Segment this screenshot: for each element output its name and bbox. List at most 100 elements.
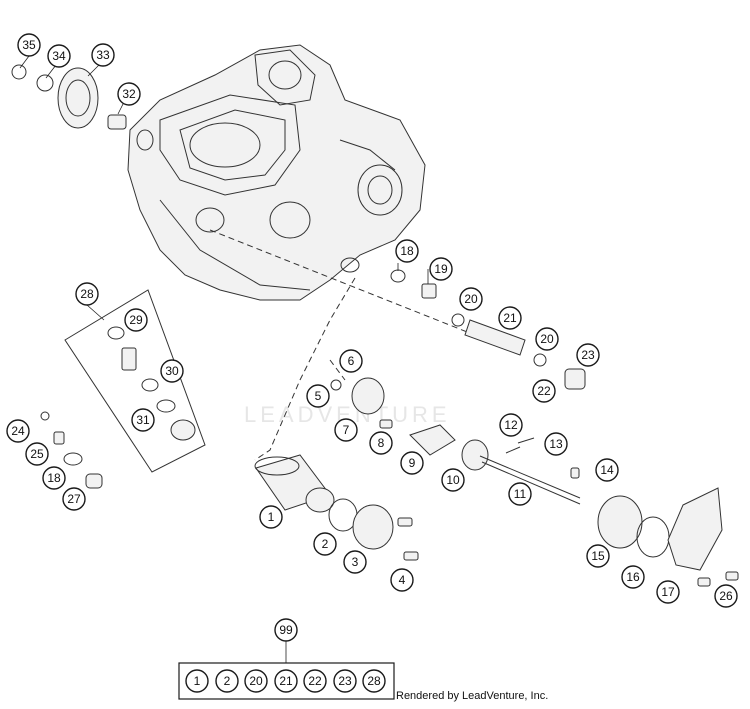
svg-text:18: 18 [47,471,61,485]
callout-20: 20 [459,287,483,311]
svg-text:35: 35 [22,38,36,52]
svg-text:9: 9 [409,456,416,470]
svg-text:26: 26 [719,589,733,603]
callout-16: 16 [621,565,645,589]
svg-text:4: 4 [399,573,406,587]
callout-11: 11 [508,482,532,506]
callout-32: 32 [117,82,141,106]
svg-text:2: 2 [224,674,231,688]
engine-crankcase [127,44,426,301]
svg-text:19: 19 [434,262,448,276]
kit-item-21: 21 [274,669,298,693]
svg-text:17: 17 [661,585,675,599]
svg-text:13: 13 [549,437,563,451]
callout-35: 35 [17,33,41,57]
svg-text:24: 24 [11,424,25,438]
oil-pump-gear-assembly [11,64,127,130]
svg-text:32: 32 [122,87,136,101]
callout-5: 5 [306,384,330,408]
svg-text:1: 1 [194,674,201,688]
svg-text:28: 28 [367,674,381,688]
callout-18: 18 [395,239,419,263]
kit-item-20: 20 [244,669,268,693]
callout-22: 22 [532,379,556,403]
svg-text:18: 18 [400,244,414,258]
kit-item-28: 28 [362,669,386,693]
callout-9: 9 [400,451,424,475]
svg-text:99: 99 [279,623,293,637]
kit-item-2: 2 [215,669,239,693]
svg-text:2: 2 [322,537,329,551]
svg-text:30: 30 [165,364,179,378]
svg-text:21: 21 [279,674,293,688]
svg-text:23: 23 [338,674,352,688]
callout-29: 29 [124,308,148,332]
callout-18-left: 18 [42,466,66,490]
svg-text:10: 10 [446,473,460,487]
callout-1: 1 [259,505,283,529]
kit-item-22: 22 [303,669,327,693]
callout-8: 8 [369,431,393,455]
callout-7: 7 [334,418,358,442]
callout-17: 17 [656,580,680,604]
callout-34: 34 [47,44,71,68]
svg-text:22: 22 [537,384,551,398]
callout-4: 4 [390,568,414,592]
kit-contents-box: 1 2 20 21 22 23 28 [178,641,395,700]
svg-text:27: 27 [67,492,81,506]
svg-text:29: 29 [129,313,143,327]
callout-27: 27 [62,487,86,511]
svg-text:11: 11 [514,487,527,501]
svg-text:3: 3 [352,555,359,569]
svg-text:25: 25 [30,447,44,461]
svg-text:20: 20 [464,292,478,306]
callout-19: 19 [429,257,453,281]
oil-pump-shaft-assembly [330,377,739,587]
svg-text:14: 14 [600,463,614,477]
callout-3: 3 [343,550,367,574]
callout-31: 31 [131,408,155,432]
svg-text:15: 15 [591,549,605,563]
oil-filter-parts [254,454,419,561]
svg-text:23: 23 [581,348,595,362]
callout-2: 2 [313,532,337,556]
svg-text:12: 12 [504,418,518,432]
svg-text:6: 6 [348,354,355,368]
svg-text:8: 8 [378,436,385,450]
callout-10: 10 [441,468,465,492]
callout-26: 26 [714,584,738,608]
render-credit: Rendered by LeadVenture, Inc. [396,690,549,702]
svg-text:7: 7 [343,423,350,437]
svg-text:20: 20 [540,332,554,346]
callout-15: 15 [586,544,610,568]
callout-20-right: 20 [535,327,559,351]
kit-item-1: 1 [185,669,209,693]
callout-6: 6 [339,349,363,373]
callout-14: 14 [595,458,619,482]
svg-text:31: 31 [136,413,150,427]
callout-30: 30 [160,359,184,383]
svg-text:28: 28 [80,287,94,301]
svg-text:16: 16 [626,570,640,584]
svg-text:22: 22 [308,674,322,688]
oil-pressure-valve-group [64,289,206,473]
bypass-valve-parts [40,411,103,489]
callout-33: 33 [91,43,115,67]
callout-12: 12 [499,413,523,437]
kit-item-23: 23 [333,669,357,693]
assembly-lines [209,229,501,461]
svg-text:1: 1 [268,510,275,524]
svg-text:20: 20 [249,674,263,688]
svg-text:34: 34 [52,49,66,63]
callout-25: 25 [25,442,49,466]
svg-text:21: 21 [503,311,517,325]
callout-23: 23 [576,343,600,367]
svg-text:5: 5 [315,389,322,403]
pressure-shaft-parts [390,269,586,390]
callout-28: 28 [75,282,99,306]
callout-99: 99 [274,618,298,642]
callout-21: 21 [498,306,522,330]
callout-13: 13 [544,432,568,456]
callout-24: 24 [6,419,30,443]
